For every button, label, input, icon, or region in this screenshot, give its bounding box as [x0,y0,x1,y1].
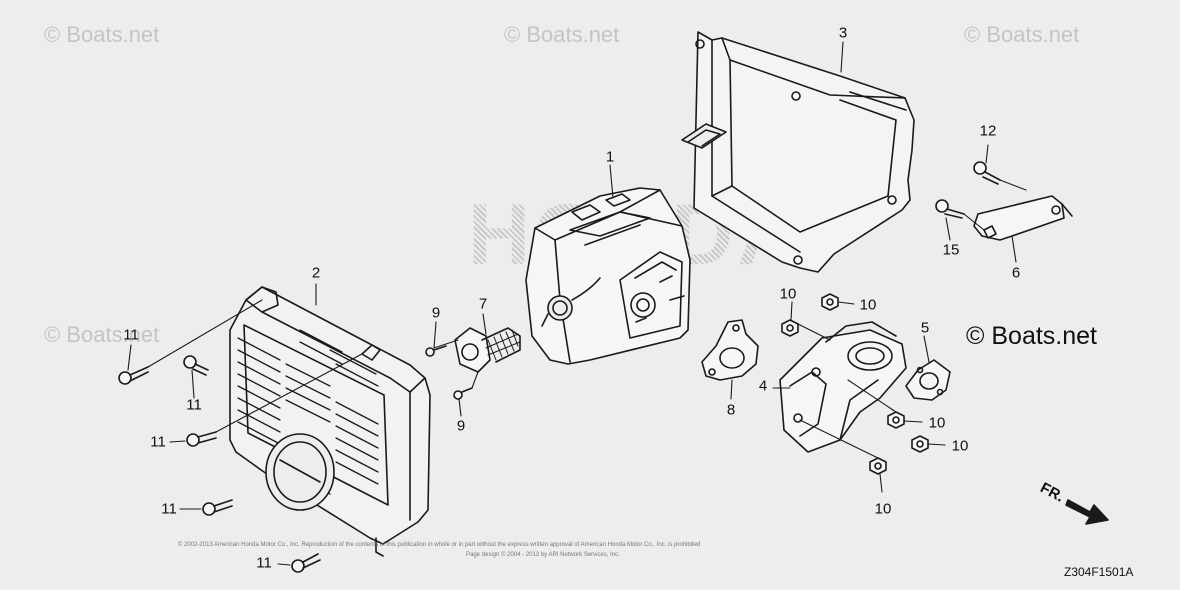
callout-15: 15 [942,241,960,259]
copyright-line-2: Page design © 2004 - 2013 by ARI Network… [466,552,620,558]
bolts-drawing [118,161,1001,573]
callout-10-b: 10 [859,296,877,314]
callout-1: 1 [605,148,615,166]
diagram-code: Z304F1501A [1064,565,1134,579]
callout-10-d: 10 [951,437,969,455]
gasket-8-drawing [701,319,759,381]
callout-10-e: 10 [874,500,892,518]
brand-watermark: © Boats.net [966,322,1097,350]
callout-5: 5 [920,319,930,337]
watermark-top-right: © Boats.net [964,22,1080,47]
spark-arrester-drawing [454,327,521,373]
callout-4: 4 [758,377,768,395]
muffler-cover-drawing [681,31,915,273]
callout-11-b: 11 [186,396,202,414]
watermark-top-left: © Boats.net [44,22,160,47]
callout-9-upper: 9 [431,304,441,322]
exhaust-pipe-drawing [779,321,907,453]
callout-11-d: 11 [161,500,177,518]
copyright-line-1: © 2002-2013 American Honda Motor Co., In… [178,542,701,548]
callout-9-lower: 9 [456,417,466,435]
callout-6: 6 [1011,264,1021,282]
front-direction-arrow [1065,499,1109,525]
callout-8: 8 [726,401,736,419]
callout-10-c: 10 [928,414,946,432]
callout-11-e: 11 [256,554,272,572]
callout-10-a: 10 [779,285,797,303]
leader-lines [127,41,1027,566]
gasket-5-drawing [905,359,951,401]
stay-bracket-drawing [973,195,1073,241]
watermark-top-center: © Boats.net [504,22,620,47]
callout-11-a: 11 [123,326,139,344]
muffler-protector-drawing [229,286,431,557]
muffler-body-drawing [525,187,691,365]
watermark-mid-left: © Boats.net [44,322,160,347]
callout-11-c: 11 [150,433,166,451]
callout-3: 3 [838,24,848,42]
nuts-drawing [781,293,929,475]
callout-12: 12 [979,122,997,140]
callout-2: 2 [311,264,321,282]
callout-7: 7 [478,295,488,313]
